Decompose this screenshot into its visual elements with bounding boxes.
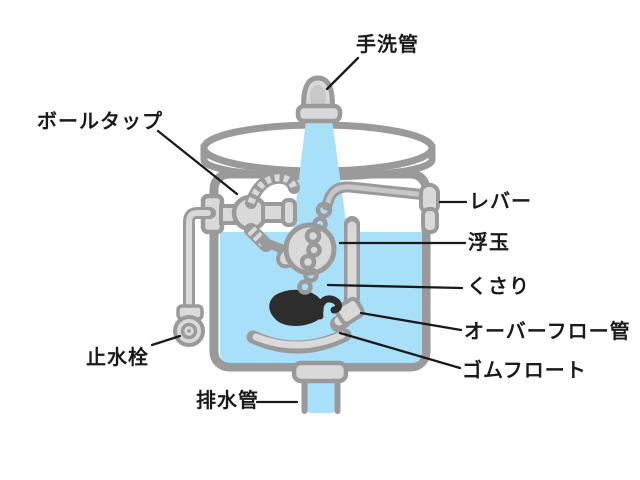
label-chain: くさり bbox=[467, 274, 530, 298]
leader-overflow-pipe bbox=[359, 311, 463, 332]
chain-ring bbox=[303, 267, 319, 283]
chain-ring bbox=[315, 201, 333, 219]
leader-chain bbox=[326, 283, 464, 290]
water-stream bbox=[292, 112, 348, 236]
overflow-pipe-collar bbox=[334, 296, 365, 326]
lever-rod-inner bbox=[324, 184, 430, 208]
ball-tap-outlet-cap bbox=[281, 198, 297, 227]
label-drain-pipe: 排水管 bbox=[196, 388, 259, 412]
chain-ring bbox=[297, 279, 313, 295]
chain bbox=[297, 201, 333, 295]
supply-pipe-inner bbox=[186, 210, 211, 307]
rubber-float-hook bbox=[316, 295, 342, 320]
chain-ring bbox=[304, 227, 322, 245]
hand-wash-nozzle-base bbox=[295, 103, 343, 124]
leader-ball-tap bbox=[156, 129, 239, 196]
leader-stop-valve bbox=[150, 334, 182, 347]
leader-rubber-float bbox=[338, 331, 462, 370]
label-lever: レバー bbox=[469, 189, 532, 213]
label-ball-tap: ボールタップ bbox=[37, 109, 163, 133]
lever-handle-lower bbox=[421, 207, 439, 234]
leader-hand-wash-pipe bbox=[325, 56, 360, 91]
label-stop-valve: 止水栓 bbox=[86, 345, 149, 369]
label-overflow-pipe: オーバーフロー管 bbox=[464, 319, 631, 343]
chain-ring bbox=[306, 242, 322, 258]
hand-wash-nozzle-inner bbox=[310, 85, 326, 109]
label-rubber-float: ゴムフロート bbox=[462, 358, 587, 382]
refill-hose-stripes bbox=[247, 174, 298, 205]
chain-ring bbox=[312, 216, 328, 232]
flush-valve-seat-inner bbox=[252, 331, 346, 349]
label-hand-wash-pipe: 手洗管 bbox=[356, 32, 419, 56]
label-float-ball: 浮玉 bbox=[468, 230, 510, 254]
leader-lines bbox=[150, 56, 468, 404]
tank-water bbox=[220, 232, 422, 363]
stop-valve-center bbox=[187, 329, 191, 333]
rubber-float bbox=[269, 289, 324, 326]
drain-flange bbox=[291, 360, 349, 384]
